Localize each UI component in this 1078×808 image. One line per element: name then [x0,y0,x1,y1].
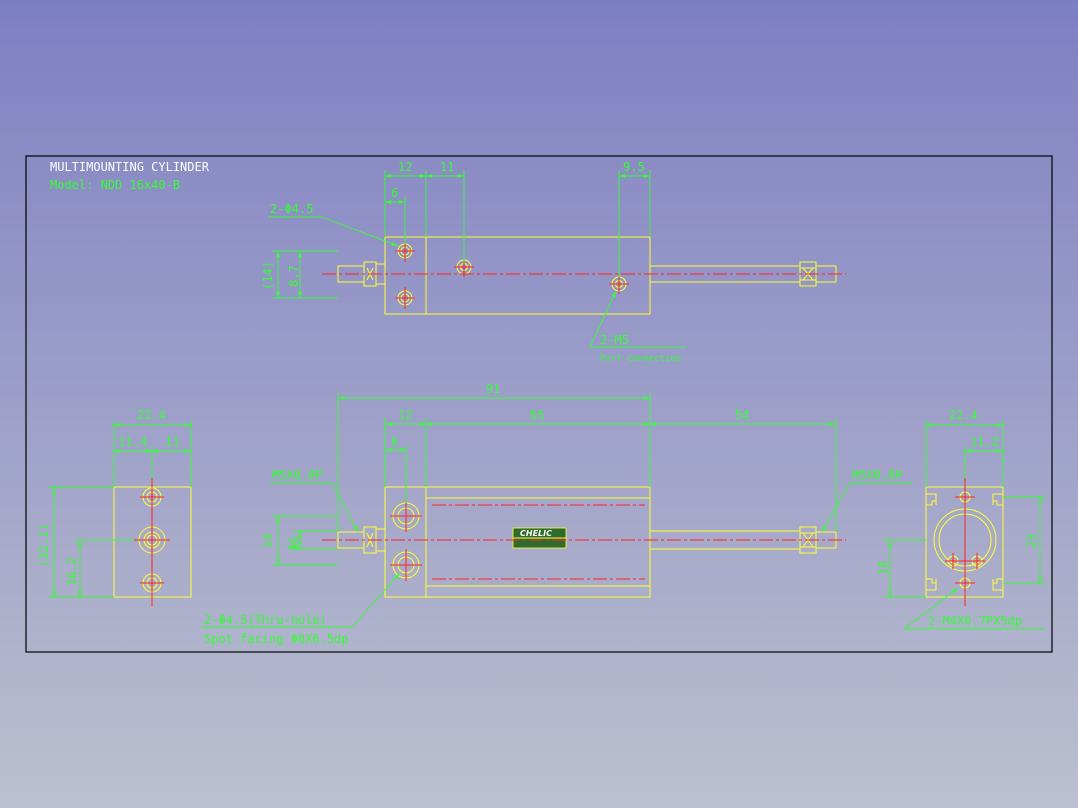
dim-right-16: 16 [876,561,890,575]
dim-top-11: 11 [440,160,454,174]
dim-front-54: 54 [735,408,749,422]
dim-top-6: 6 [391,186,398,200]
dim-left-16-2: 16.2 [65,557,79,586]
dim-top-14: (14) [261,261,275,290]
dim-right-25: 25 [1025,534,1039,548]
hole-callout: 2-Φ4.5 [270,202,313,216]
dim-top-8-7: 8.7 [287,265,301,287]
right-view: 22.4 11.2 25 16 2-M4X0.7PX5dp [876,408,1046,630]
port-callout: 2-M5 [600,333,629,347]
thread-callout-right: M5X0.8P [852,468,903,482]
model-label: Model: NDD 16x40-B [50,178,180,192]
dim-left-32-1: (32.1) [37,524,51,567]
drawing-title: MULTIMOUNTING CYLINDER [50,160,210,174]
thread-callout-right-view: 2-M4X0.7PX5dp [928,614,1022,628]
dim-right-11-2: 11.2 [970,435,999,449]
left-view: 22.4 11.4 11 (32.1) 16.2 [37,408,192,606]
thread-callout-left: M5X0.8P [272,468,323,482]
dim-front-12: 12 [398,408,412,422]
dim-top-12: 12 [398,160,412,174]
dim-front-14: 14 [261,534,275,548]
front-view: CHELIC 91 12 65 54 6 14 Φ6 M5X0.8P [202,382,912,646]
dim-front-65: 65 [530,408,544,422]
hole-note-1: 2-Φ4.5(Thru-hole) [204,613,327,627]
dim-left-11-4: 11.4 [118,435,147,449]
dim-left-22-4: 22.4 [137,408,166,422]
dim-right-22-4: 22.4 [949,408,978,422]
port-note: Port connection [600,354,681,364]
drawing-frame [25,155,1053,653]
dim-top-9-5: 9.5 [623,160,645,174]
logo-text: CHELIC [520,529,552,538]
top-view: 12 11 6 9.5 (14) 8.7 2-Φ4.5 2-M5 Port co… [261,160,846,364]
hole-note-2: Spot facing Φ8X6.5dp [204,632,349,646]
dim-left-11: 11 [165,435,179,449]
dim-front-phi6: Φ6 [287,537,301,551]
dim-front-91: 91 [486,382,500,396]
dim-front-6: 6 [391,435,398,449]
